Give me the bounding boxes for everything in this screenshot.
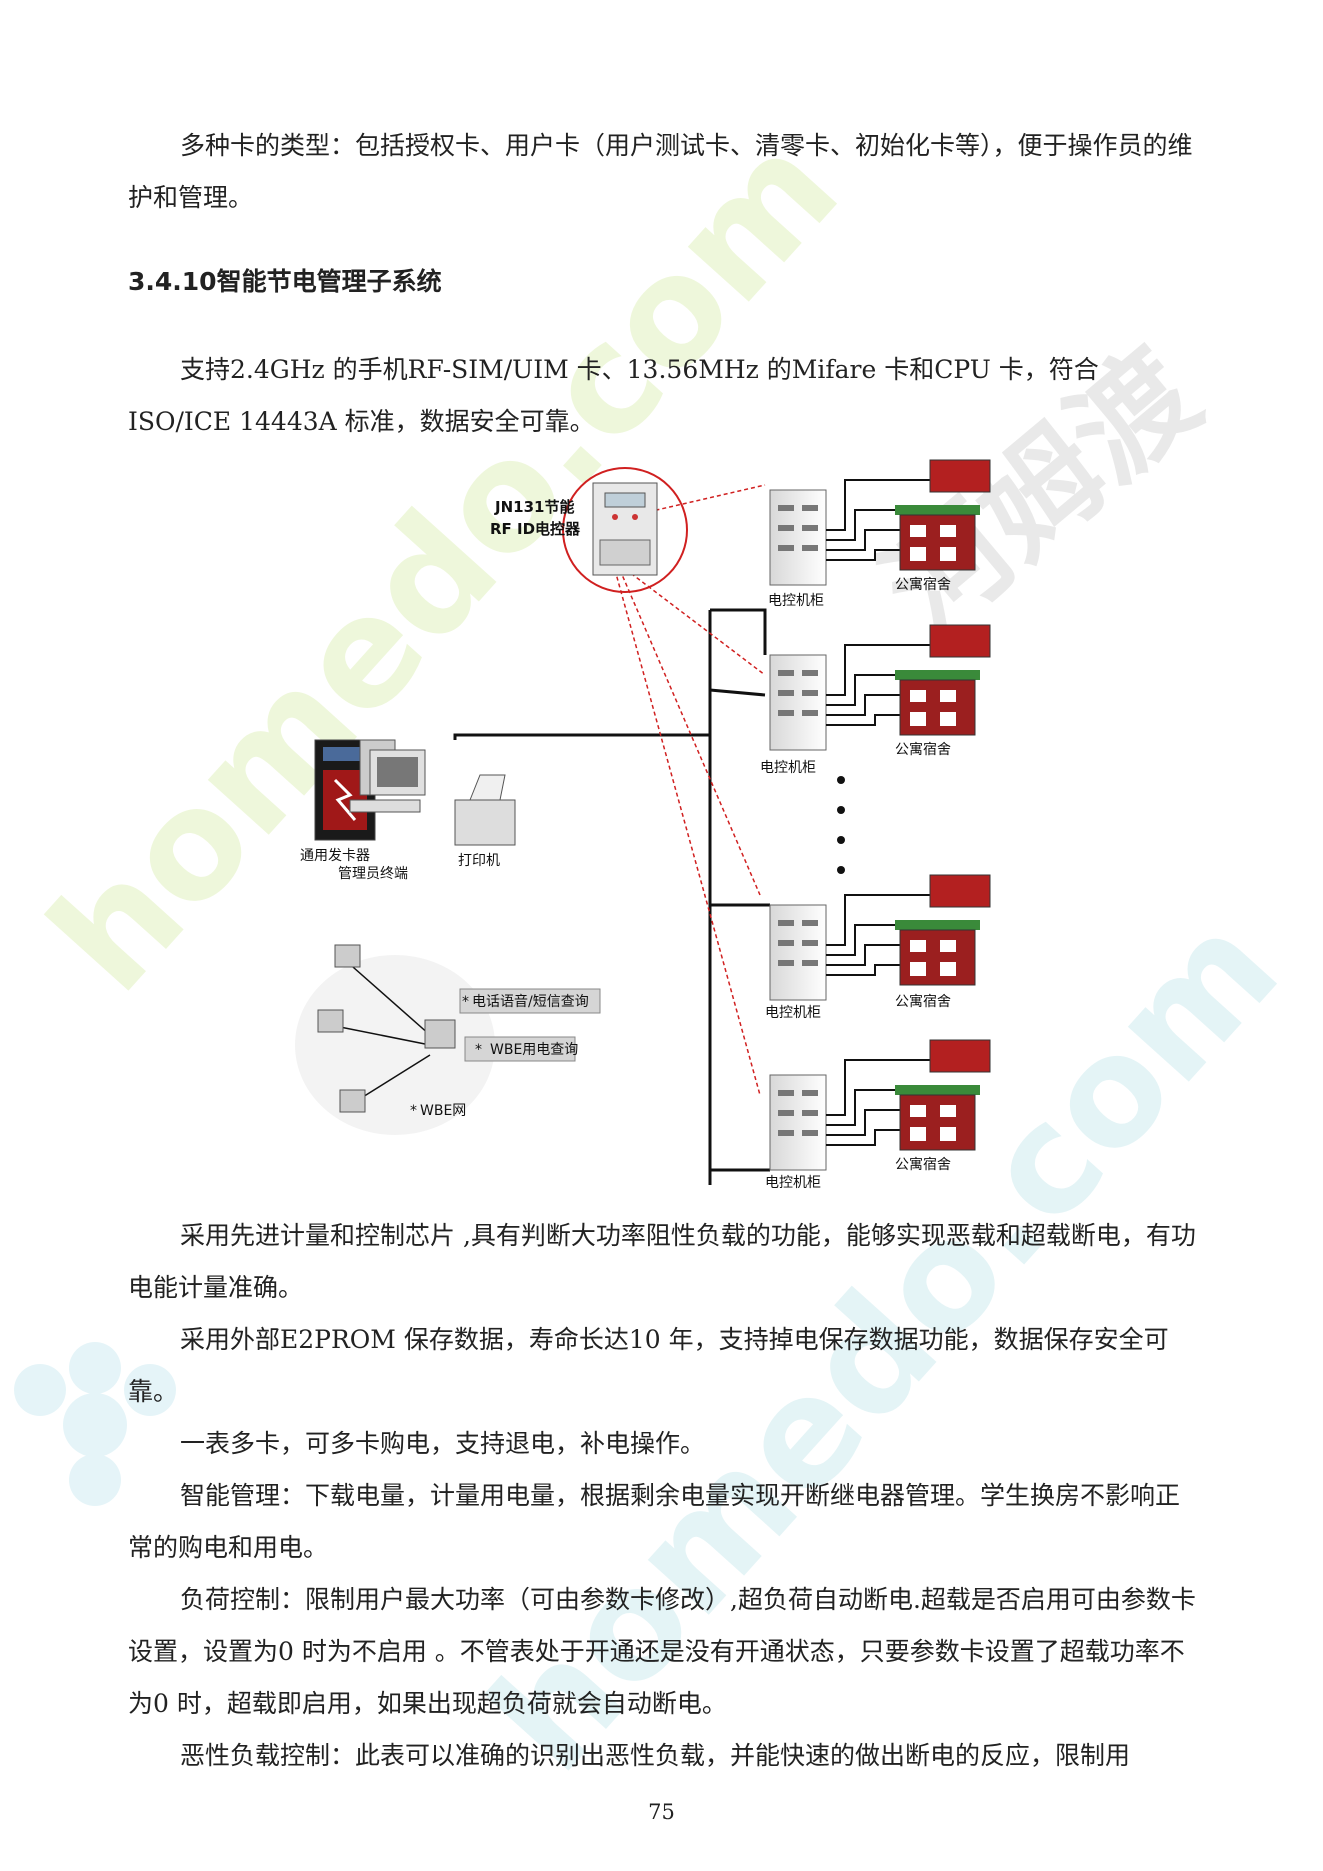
- controller-label-line1: JN131节能: [494, 498, 574, 516]
- section-heading: 3.4.10智能节电管理子系统: [128, 267, 442, 296]
- jn131-controller: [562, 467, 688, 593]
- cabinet-row-1: [769, 459, 991, 586]
- page-number: 75: [648, 1800, 675, 1824]
- printer-device: [454, 774, 516, 846]
- printer-label: 打印机: [458, 852, 500, 869]
- ellipsis-dots: [837, 776, 845, 874]
- phone-query-asterisk: *: [462, 994, 469, 1010]
- web-net-asterisk: *: [410, 1103, 417, 1119]
- admin-terminal-label: 管理员终端: [338, 866, 408, 882]
- web-network-cluster: [295, 944, 495, 1135]
- paragraph-eeprom: 采用外部E2PROM 保存数据，寿命长达10 年，支持掉电保存数据功能，数据保存…: [128, 1325, 1169, 1406]
- cabinet-label-4: 电控机柜: [765, 1175, 821, 1191]
- web-query-label: WBE用电查询: [490, 1042, 578, 1058]
- web-query-asterisk: *: [475, 1042, 482, 1058]
- web-query-box: [464, 1036, 576, 1062]
- cabinet-row-4: [769, 1039, 991, 1171]
- card-issuer-label: 通用发卡器: [300, 848, 370, 864]
- cabinet-label-3: 电控机柜: [765, 1005, 821, 1021]
- network-lines: [453, 608, 770, 1185]
- paragraph-smart-management: 智能管理：下载电量，计量用电量，根据剩余电量实现开断继电器管理。学生换房不影响正…: [128, 1481, 1181, 1562]
- paragraph-load-control: 负荷控制：限制用户最大功率（可由参数卡修改）,超负荷自动断电.超载是否启用可由参…: [128, 1585, 1196, 1718]
- system-diagram: JN131节能 RF ID电控器 电控机柜 公寓宿舍: [295, 459, 991, 1191]
- web-net-label: WBE网: [420, 1103, 466, 1119]
- cabinet-label-2: 电控机柜: [760, 760, 816, 776]
- dorm-label-1: 公寓宿舍: [895, 576, 951, 593]
- phone-query-box: [459, 988, 601, 1014]
- cabinet-row-2: [769, 624, 991, 751]
- dorm-label-4: 公寓宿舍: [895, 1156, 951, 1173]
- phone-query-label: 电话语音/短信查询: [472, 993, 589, 1010]
- paragraph-card-types: 多种卡的类型：包括授权卡、用户卡（用户测试卡、清零卡、初始化卡等），便于操作员的…: [128, 131, 1193, 212]
- paragraph-card-support: 支持2.4GHz 的手机RF-SIM/UIM 卡、13.56MHz 的Mifar…: [128, 355, 1099, 436]
- cabinet-row-3: [769, 874, 991, 1001]
- dorm-label-2: 公寓宿舍: [895, 741, 951, 758]
- admin-terminal-computer: [349, 739, 426, 813]
- paragraph-malicious-load: 恶性负载控制：此表可以准确的识别出恶性负载，并能快速的做出断电的反应，限制用: [180, 1741, 1131, 1770]
- cabinet-label-1: 电控机柜: [768, 593, 824, 609]
- paragraph-metering: 采用先进计量和控制芯片 ,具有判断大功率阻性负载的功能，能够实现恶载和超载断电，…: [128, 1221, 1196, 1302]
- dorm-label-3: 公寓宿舍: [895, 993, 951, 1010]
- controller-label-line2: RF ID电控器: [490, 520, 581, 538]
- paragraph-multi-card: 一表多卡，可多卡购电，支持退电，补电操作。: [180, 1429, 706, 1458]
- wireless-links: [614, 484, 766, 1096]
